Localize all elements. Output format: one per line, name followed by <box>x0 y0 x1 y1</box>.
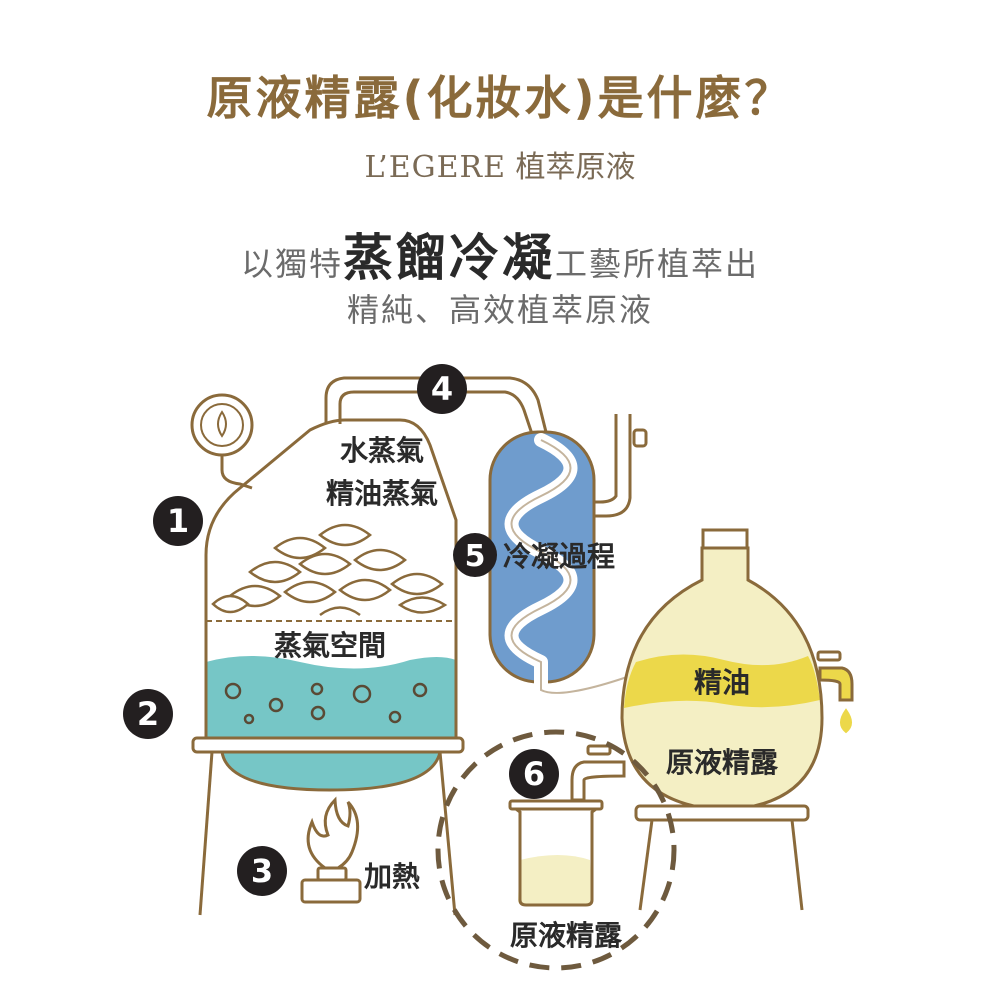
burner-flame-icon <box>300 796 362 904</box>
step-badge-6: 6 <box>509 749 559 799</box>
condensation-label: 冷凝過程 <box>503 540 615 573</box>
step-badge-5: 5 <box>453 533 497 577</box>
step-number: 3 <box>251 852 273 890</box>
tagline-prefix: 以獨特 <box>240 245 343 283</box>
subtitle-text: 植萃原液 <box>515 150 636 185</box>
step-badge-4: 4 <box>417 364 467 414</box>
step-number: 1 <box>167 502 189 540</box>
separating-flask <box>570 528 854 812</box>
step-number: 5 <box>465 539 486 574</box>
tagline-suffix: 工藝所植萃出 <box>555 245 760 283</box>
step-badge-3: 3 <box>237 846 287 896</box>
steam-space-label: 蒸氣空間 <box>274 629 386 662</box>
page-subtitle: L’EGERE 植萃原液 <box>0 142 1000 186</box>
step-badge-1: 1 <box>153 496 203 546</box>
oil-layer <box>624 654 820 708</box>
vapor-label-line-1: 水蒸氣 <box>340 434 424 467</box>
tagline-line-1: 以獨特蒸餾冷凝工藝所植萃出 <box>0 218 1000 290</box>
page-title: 原液精露(化妝水)是什麼？ <box>206 71 794 125</box>
pressure-gauge-icon <box>190 393 254 490</box>
oil-label: 精油 <box>694 666 750 699</box>
still-pot <box>190 393 458 792</box>
step-number: 6 <box>523 755 545 793</box>
oil-tap-icon <box>816 650 854 734</box>
pot-outline <box>204 418 458 740</box>
tagline-line-2: 精純、高效植萃原液 <box>346 291 653 329</box>
tagline-highlight: 蒸餾冷凝 <box>343 229 555 287</box>
beaker <box>435 729 677 971</box>
cooling-water-inlet <box>592 414 618 504</box>
step-number: 2 <box>137 695 159 733</box>
pot-bottom <box>220 750 442 792</box>
brand-name: L’EGERE <box>364 150 506 185</box>
vapor-label-line-2: 精油蒸氣 <box>326 477 438 510</box>
step-badge-2: 2 <box>123 689 173 739</box>
hydrosol-beaker-label: 原液精露 <box>510 919 623 952</box>
water-fill <box>206 656 456 740</box>
hydrosol-tap-icon <box>570 744 626 802</box>
heating-label: 加熱 <box>364 860 420 893</box>
leaves-icon <box>211 523 448 617</box>
step-number: 4 <box>431 370 453 408</box>
pot-stand <box>191 736 465 916</box>
hydrosol-flask-label: 原液精露 <box>666 746 779 779</box>
flask-stand <box>634 804 810 911</box>
water-bubbles <box>224 682 428 725</box>
highlight-circle <box>435 729 677 971</box>
condenser <box>488 414 648 700</box>
